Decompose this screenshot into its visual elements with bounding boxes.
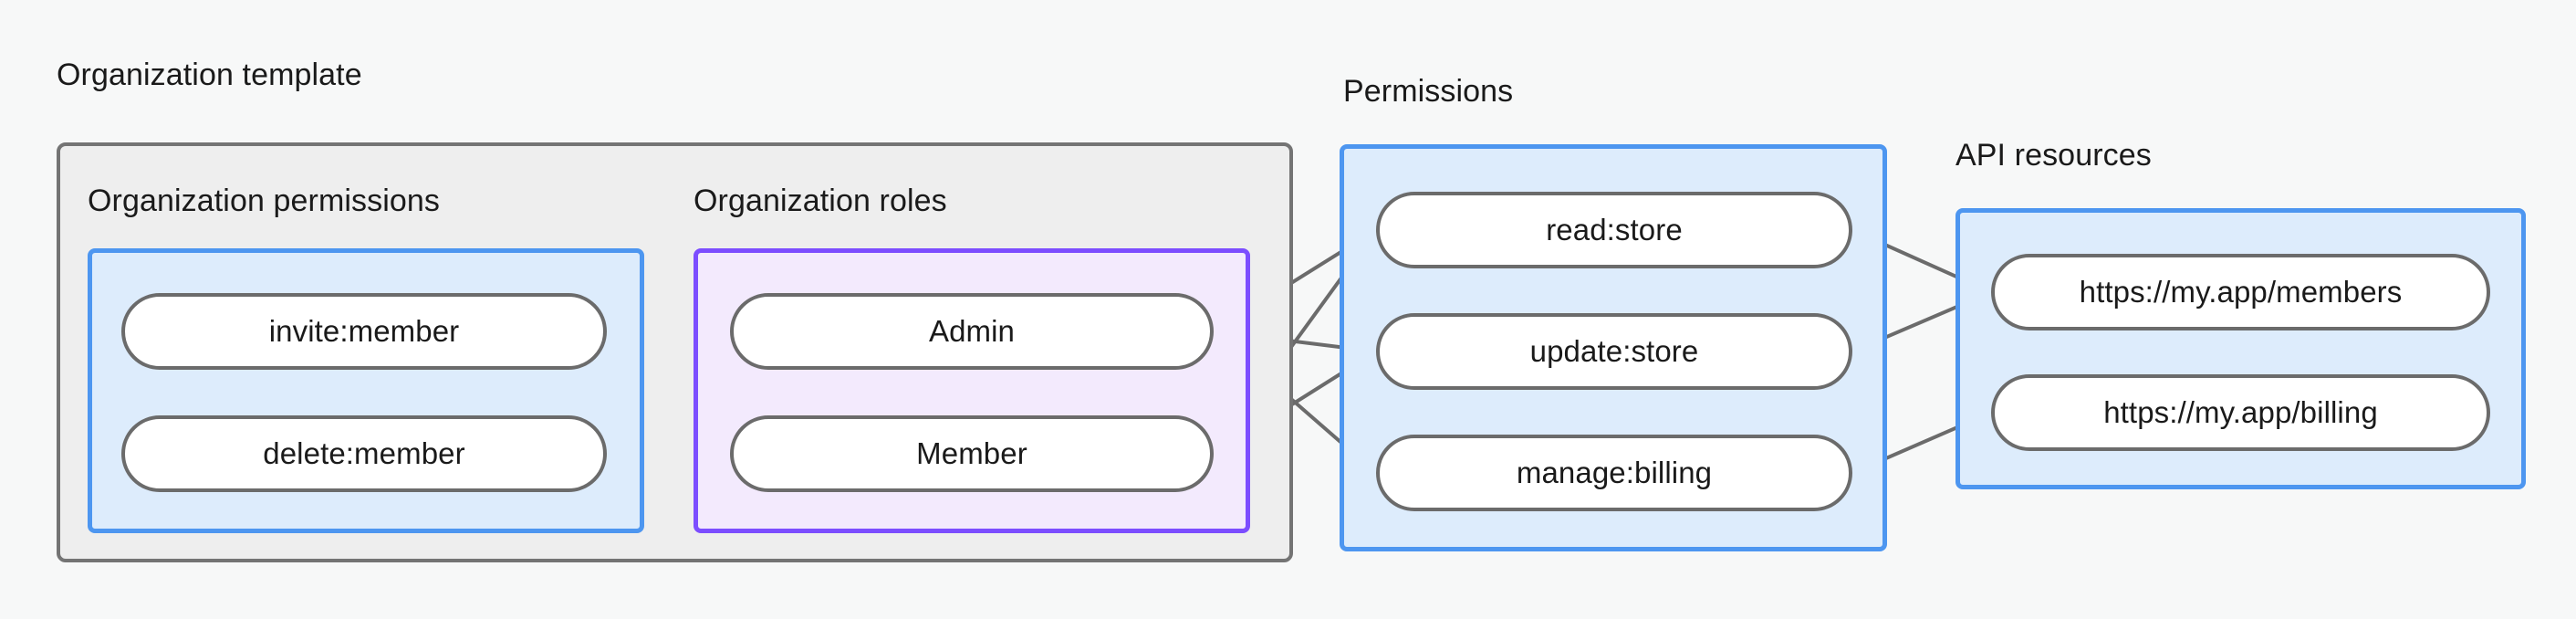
node-billing-url[interactable]: https://my.app/billing bbox=[1991, 374, 2490, 451]
permissions-title: Permissions bbox=[1343, 74, 1514, 109]
node-member[interactable]: Member bbox=[730, 415, 1214, 492]
api-resources-title: API resources bbox=[1955, 138, 2152, 173]
organization-template-title: Organization template bbox=[57, 58, 362, 92]
node-admin[interactable]: Admin bbox=[730, 293, 1214, 370]
node-members-url[interactable]: https://my.app/members bbox=[1991, 254, 2490, 330]
node-invite-member[interactable]: invite:member bbox=[121, 293, 607, 370]
node-manage-billing[interactable]: manage:billing bbox=[1376, 435, 1852, 511]
organization-permissions-title: Organization permissions bbox=[88, 184, 441, 218]
node-update-store[interactable]: update:store bbox=[1376, 313, 1852, 390]
node-read-store[interactable]: read:store bbox=[1376, 192, 1852, 268]
organization-roles-title: Organization roles bbox=[694, 184, 947, 218]
node-delete-member[interactable]: delete:member bbox=[121, 415, 607, 492]
